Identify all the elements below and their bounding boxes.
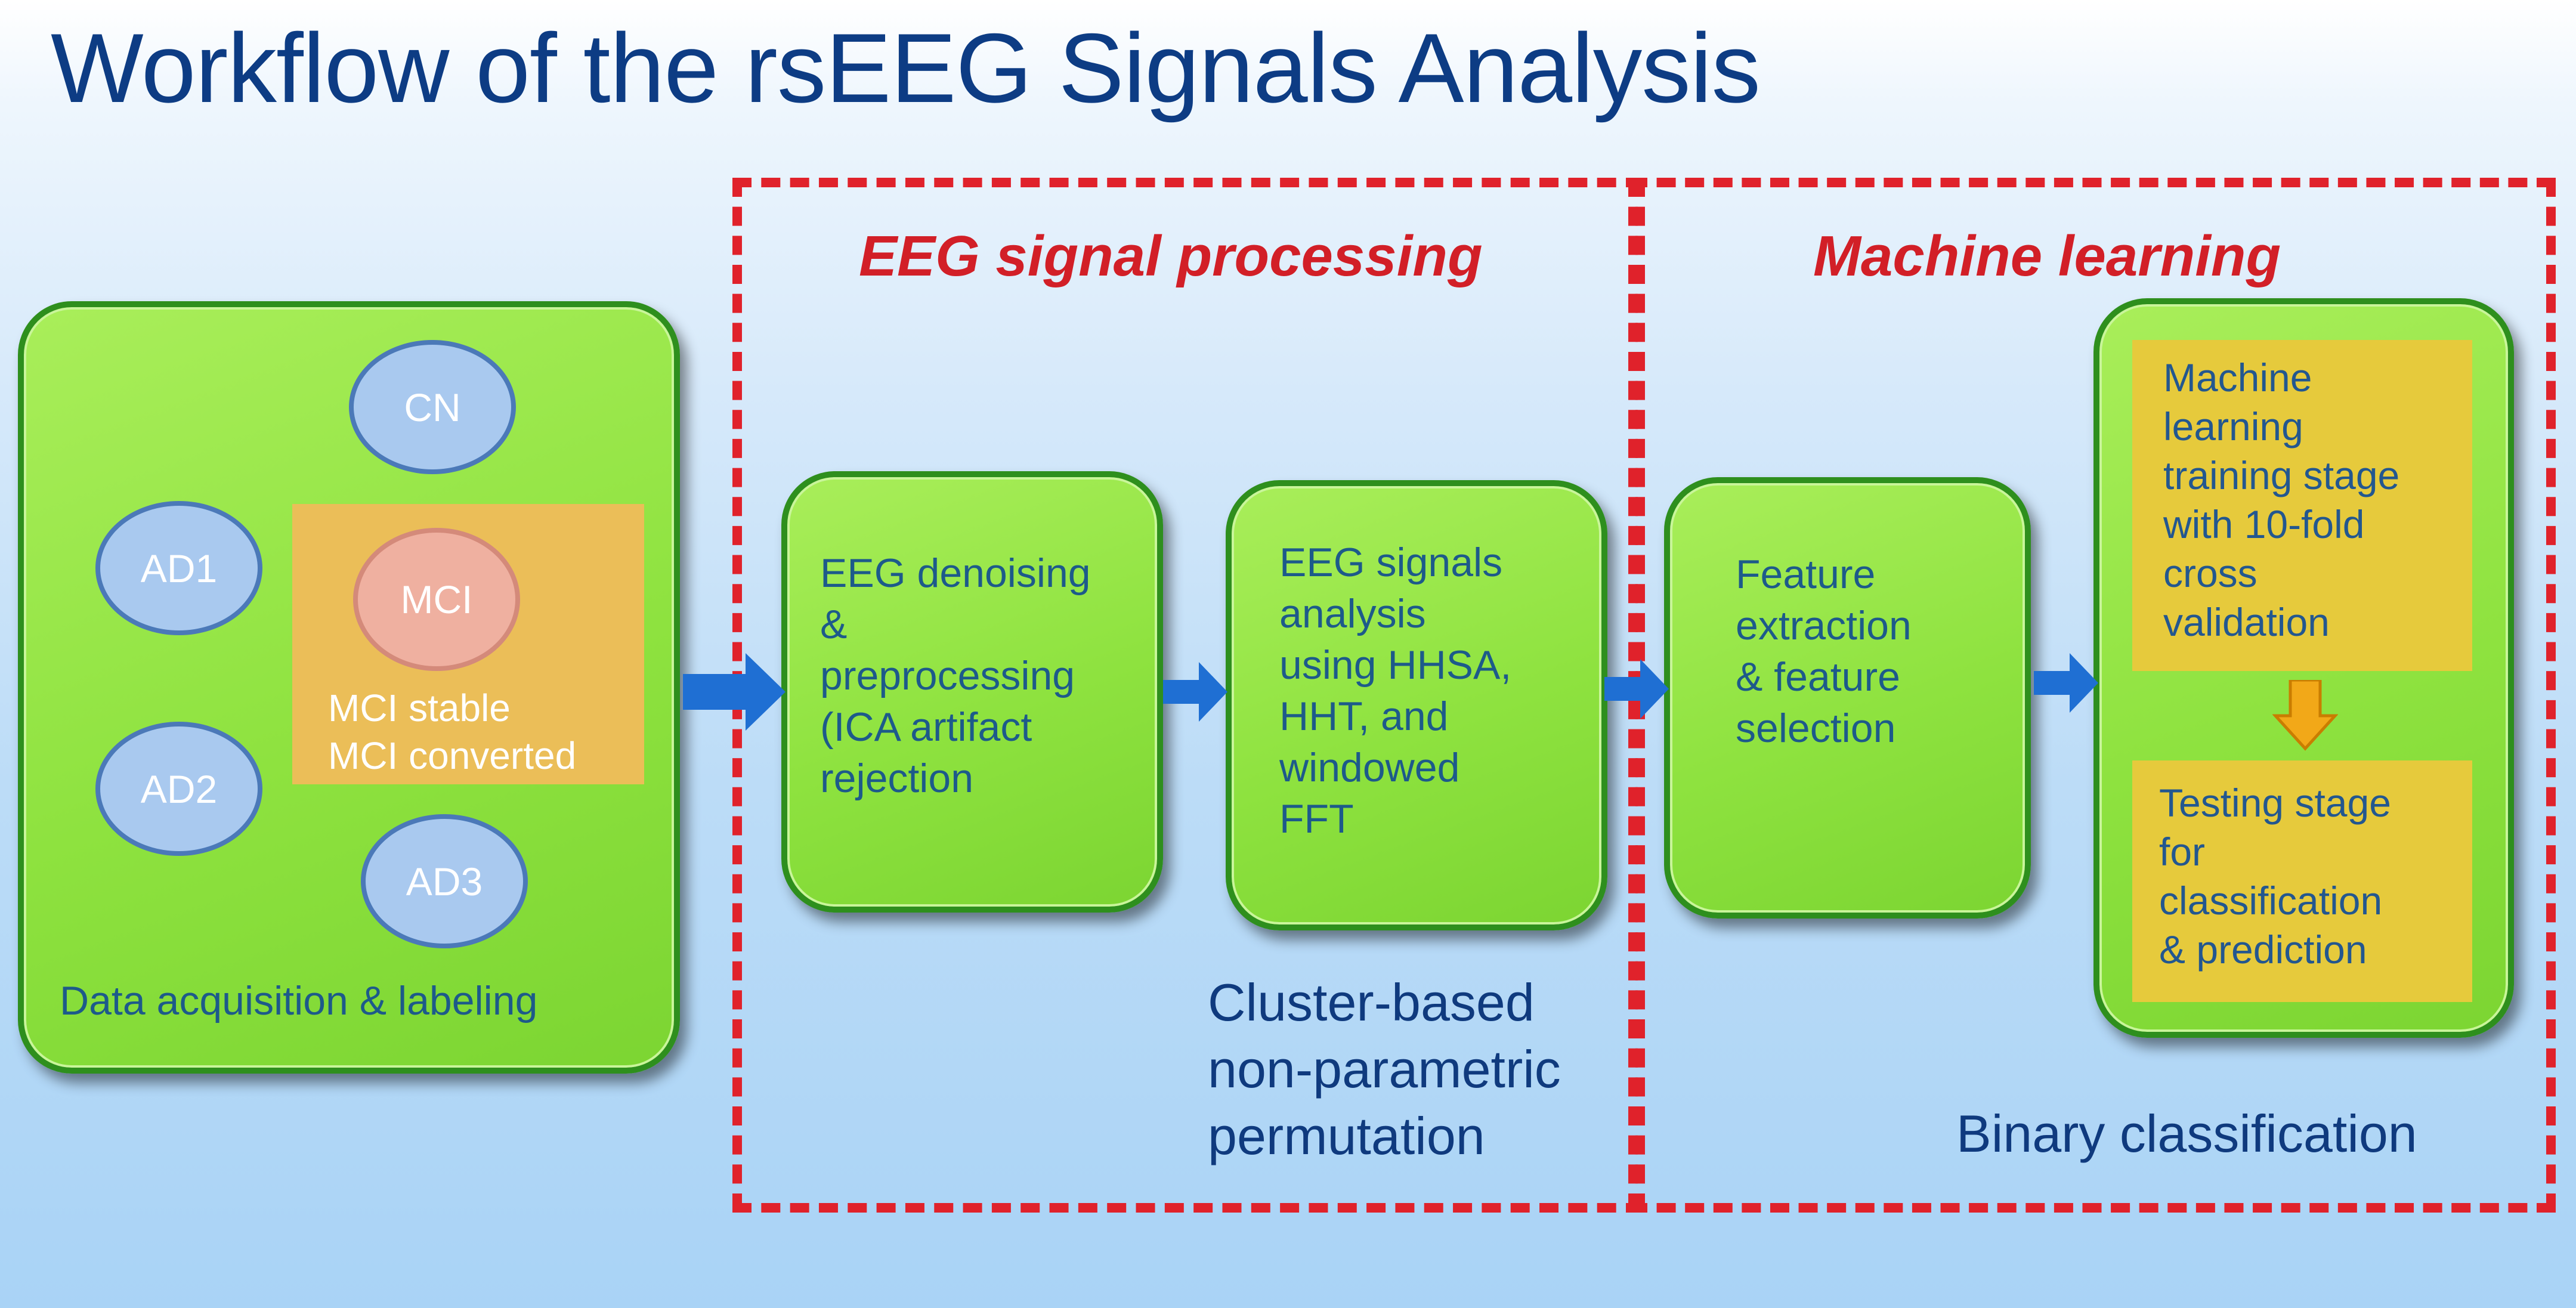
arrow-right-icon: [683, 653, 786, 731]
testing-line: classification: [2159, 879, 2383, 923]
feature-line: extraction: [1736, 603, 1912, 648]
binary-classification-note: Binary classification: [1956, 1104, 2417, 1163]
denoising-line: EEG denoising: [820, 551, 1091, 596]
arrow-right-icon: [1604, 659, 1669, 719]
arrow-right-icon: [2034, 653, 2098, 713]
feature-line: Feature: [1736, 552, 1876, 597]
cluster-line: Cluster-based: [1208, 973, 1535, 1032]
signal-processing-label: EEG signal processing: [859, 224, 1483, 288]
down-arrow-icon: [2272, 680, 2338, 751]
analysis-line: windowed: [1279, 745, 1460, 790]
denoising-box: EEG denoising & preprocessing (ICA artif…: [781, 471, 1163, 913]
cluster-line: permutation: [1208, 1106, 1485, 1165]
denoising-line: (ICA artifact: [820, 704, 1032, 750]
testing-stage-box: Testing stage for classification & predi…: [2132, 760, 2472, 1002]
denoising-line: &: [820, 602, 848, 647]
cluster-permutation-note: Cluster-based non-parametric permutation: [1208, 969, 1561, 1170]
testing-line: Testing stage: [2159, 781, 2391, 825]
denoising-line: preprocessing: [820, 653, 1075, 698]
testing-line: for: [2159, 830, 2206, 874]
training-stage-box: Machine learning training stage with 10-…: [2132, 340, 2472, 671]
page-title: Workflow of the rsEEG Signals Analysis: [51, 13, 1761, 123]
feature-line: selection: [1736, 706, 1896, 751]
feature-line: & feature: [1736, 654, 1900, 700]
ad3-oval: AD3: [361, 814, 528, 948]
training-line: with 10-fold: [2163, 502, 2365, 546]
training-line: cross: [2163, 551, 2258, 595]
mci-oval: MCI: [353, 528, 520, 671]
data-acquisition-label: Data acquisition & labeling: [60, 978, 538, 1023]
training-line: learning: [2163, 404, 2303, 449]
denoising-line: rejection: [820, 756, 974, 801]
analysis-line: analysis: [1279, 591, 1426, 636]
analysis-line: HHT, and: [1279, 694, 1449, 739]
cluster-line: non-parametric: [1208, 1040, 1561, 1099]
analysis-line: using HHSA,: [1279, 642, 1512, 688]
analysis-line: EEG signals: [1279, 540, 1503, 585]
ml-box: Machine learning training stage with 10-…: [2093, 298, 2514, 1038]
ad2-oval: AD2: [95, 722, 262, 856]
training-line: validation: [2163, 600, 2330, 644]
arrow-right-icon: [1163, 662, 1227, 722]
analysis-box: EEG signals analysis using HHSA, HHT, an…: [1226, 480, 1607, 930]
ad1-oval: AD1: [95, 501, 262, 635]
analysis-line: FFT: [1279, 796, 1354, 842]
testing-line: & prediction: [2159, 927, 2367, 972]
training-line: training stage: [2163, 453, 2400, 497]
data-acquisition-box: CN AD1 AD2 AD3 MCI MCI stable MCI conver…: [18, 301, 680, 1074]
training-line: Machine: [2163, 355, 2312, 400]
cn-oval: CN: [349, 340, 516, 474]
mci-converted-label: MCI converted: [328, 734, 577, 777]
mci-stable-label: MCI stable: [328, 687, 511, 729]
machine-learning-label: Machine learning: [1813, 224, 2281, 288]
mci-group: MCI MCI stable MCI converted: [292, 504, 644, 784]
feature-box: Feature extraction & feature selection: [1664, 477, 2031, 919]
